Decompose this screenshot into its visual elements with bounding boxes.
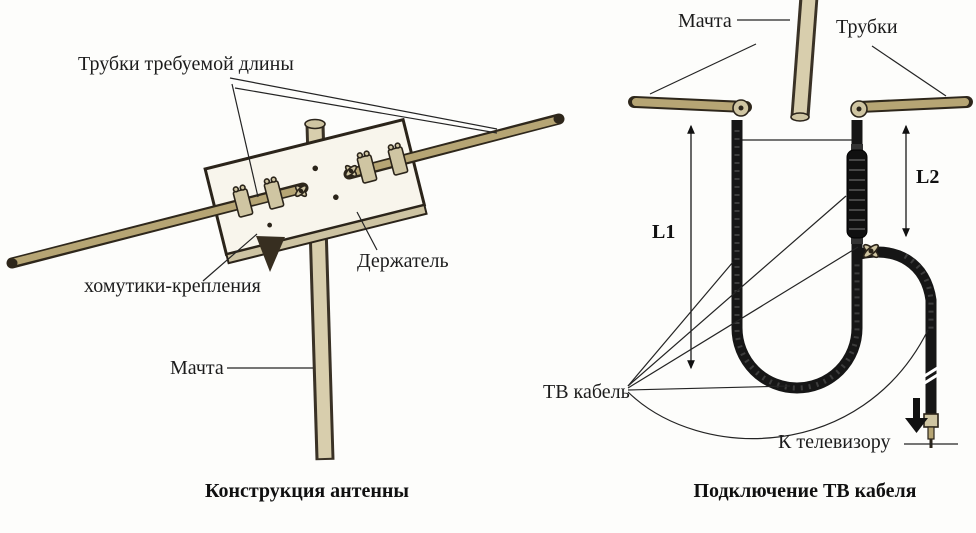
clamp-bolt [356, 152, 364, 159]
wing-nut-left [294, 184, 308, 198]
wing-nut-bolt [298, 188, 304, 194]
clamps-pointer-line [202, 233, 258, 282]
clamp-bolt [387, 144, 395, 151]
to-tv-label: К телевизору [778, 431, 890, 453]
clamp-bolt [394, 142, 401, 149]
clamp [232, 184, 254, 218]
dimension-lines [687, 124, 910, 370]
mast-bottom-cap [790, 112, 810, 122]
right-tube-end-cap [553, 114, 563, 124]
tubes-label: Трубки требуемой длины [78, 53, 294, 75]
to-tv-arrow [905, 398, 928, 433]
right-tube [347, 116, 561, 177]
junction-bolt [868, 248, 874, 254]
plate-hole [333, 194, 339, 201]
mast-label: Мачта [170, 357, 224, 379]
connector-body [923, 413, 939, 428]
sleeve-collar [851, 237, 863, 244]
tv-cable-pointer-curve [627, 329, 929, 440]
arrow-head [905, 418, 928, 433]
connector-tip [927, 426, 935, 440]
clamps-label: хомутики-крепления [84, 275, 261, 297]
l2-label: L2 [916, 166, 939, 188]
mast-top-cap [304, 118, 326, 130]
clamp-body [356, 154, 378, 184]
clamp-pointer-triangle [256, 236, 285, 272]
clamp-body [387, 146, 409, 176]
tube-clamps [232, 142, 409, 218]
clamp-bolt [270, 176, 277, 183]
sleeve-collar [851, 144, 863, 151]
right-tube [857, 98, 969, 111]
tv-cable-label: ТВ кабель [543, 381, 630, 403]
cable-u-loop [731, 120, 863, 394]
right-pointer-lines [627, 19, 958, 445]
clamp [356, 150, 378, 184]
tubes-pointer-line [649, 43, 757, 95]
left-fitting-bolt [738, 105, 744, 111]
tv-cable-pointer-line [627, 246, 859, 389]
antenna-construction-figure: Трубки требуемой длины хомутики-креплени… [6, 53, 565, 502]
break-mark [922, 365, 940, 379]
sleeve-body [846, 149, 868, 239]
ferrite-sleeve [846, 144, 868, 244]
tubes-pointer-line [234, 87, 498, 134]
mast-label: Мачта [678, 10, 732, 32]
tubes-pointer-line [871, 45, 947, 97]
right-caption: Подключение ТВ кабеля [694, 480, 917, 502]
wing-nut-right [344, 164, 358, 178]
wing-nut-bolt [348, 168, 354, 174]
left-pointer-lines [202, 77, 498, 369]
left-tube [632, 98, 748, 111]
tubes-pointer-line [229, 77, 498, 130]
mast [790, 0, 819, 122]
holder-pointer-line [356, 211, 378, 251]
plate-hole [267, 222, 273, 228]
clamp-bolt [263, 178, 271, 185]
clamp-bolt [239, 184, 246, 191]
clamp-body [263, 180, 285, 210]
clamp-body [232, 188, 254, 218]
tv-cable-pointer-line [627, 195, 847, 387]
dipole-tubes [628, 96, 973, 118]
cable-connection-figure: Мачта Трубки L1 L2 ТВ кабель К телевизор… [543, 0, 973, 502]
l1-label: L1 [652, 221, 675, 243]
tv-cable-pointer-line [627, 261, 734, 387]
tv-cable-pointer-line [627, 385, 791, 391]
clamp [263, 176, 285, 210]
tv-cable [731, 120, 937, 416]
clamp-bolt [363, 150, 370, 157]
arrow-shaft [913, 398, 920, 419]
cable-to-tv [858, 246, 937, 416]
clamp [387, 142, 409, 176]
right-fitting-bolt [856, 106, 862, 112]
tubes-label: Трубки [836, 16, 898, 38]
junction-clamp [863, 243, 879, 259]
mast-body [793, 0, 816, 116]
tubes-pointer-line [231, 83, 259, 198]
plate-hole [312, 165, 319, 172]
break-mark [922, 372, 940, 386]
clamp-bolt [232, 186, 240, 193]
holder-label: Держатель [357, 250, 449, 272]
left-tube [10, 185, 305, 266]
left-caption: Конструкция антенны [205, 480, 409, 502]
left-tube-end-cap [8, 258, 18, 268]
